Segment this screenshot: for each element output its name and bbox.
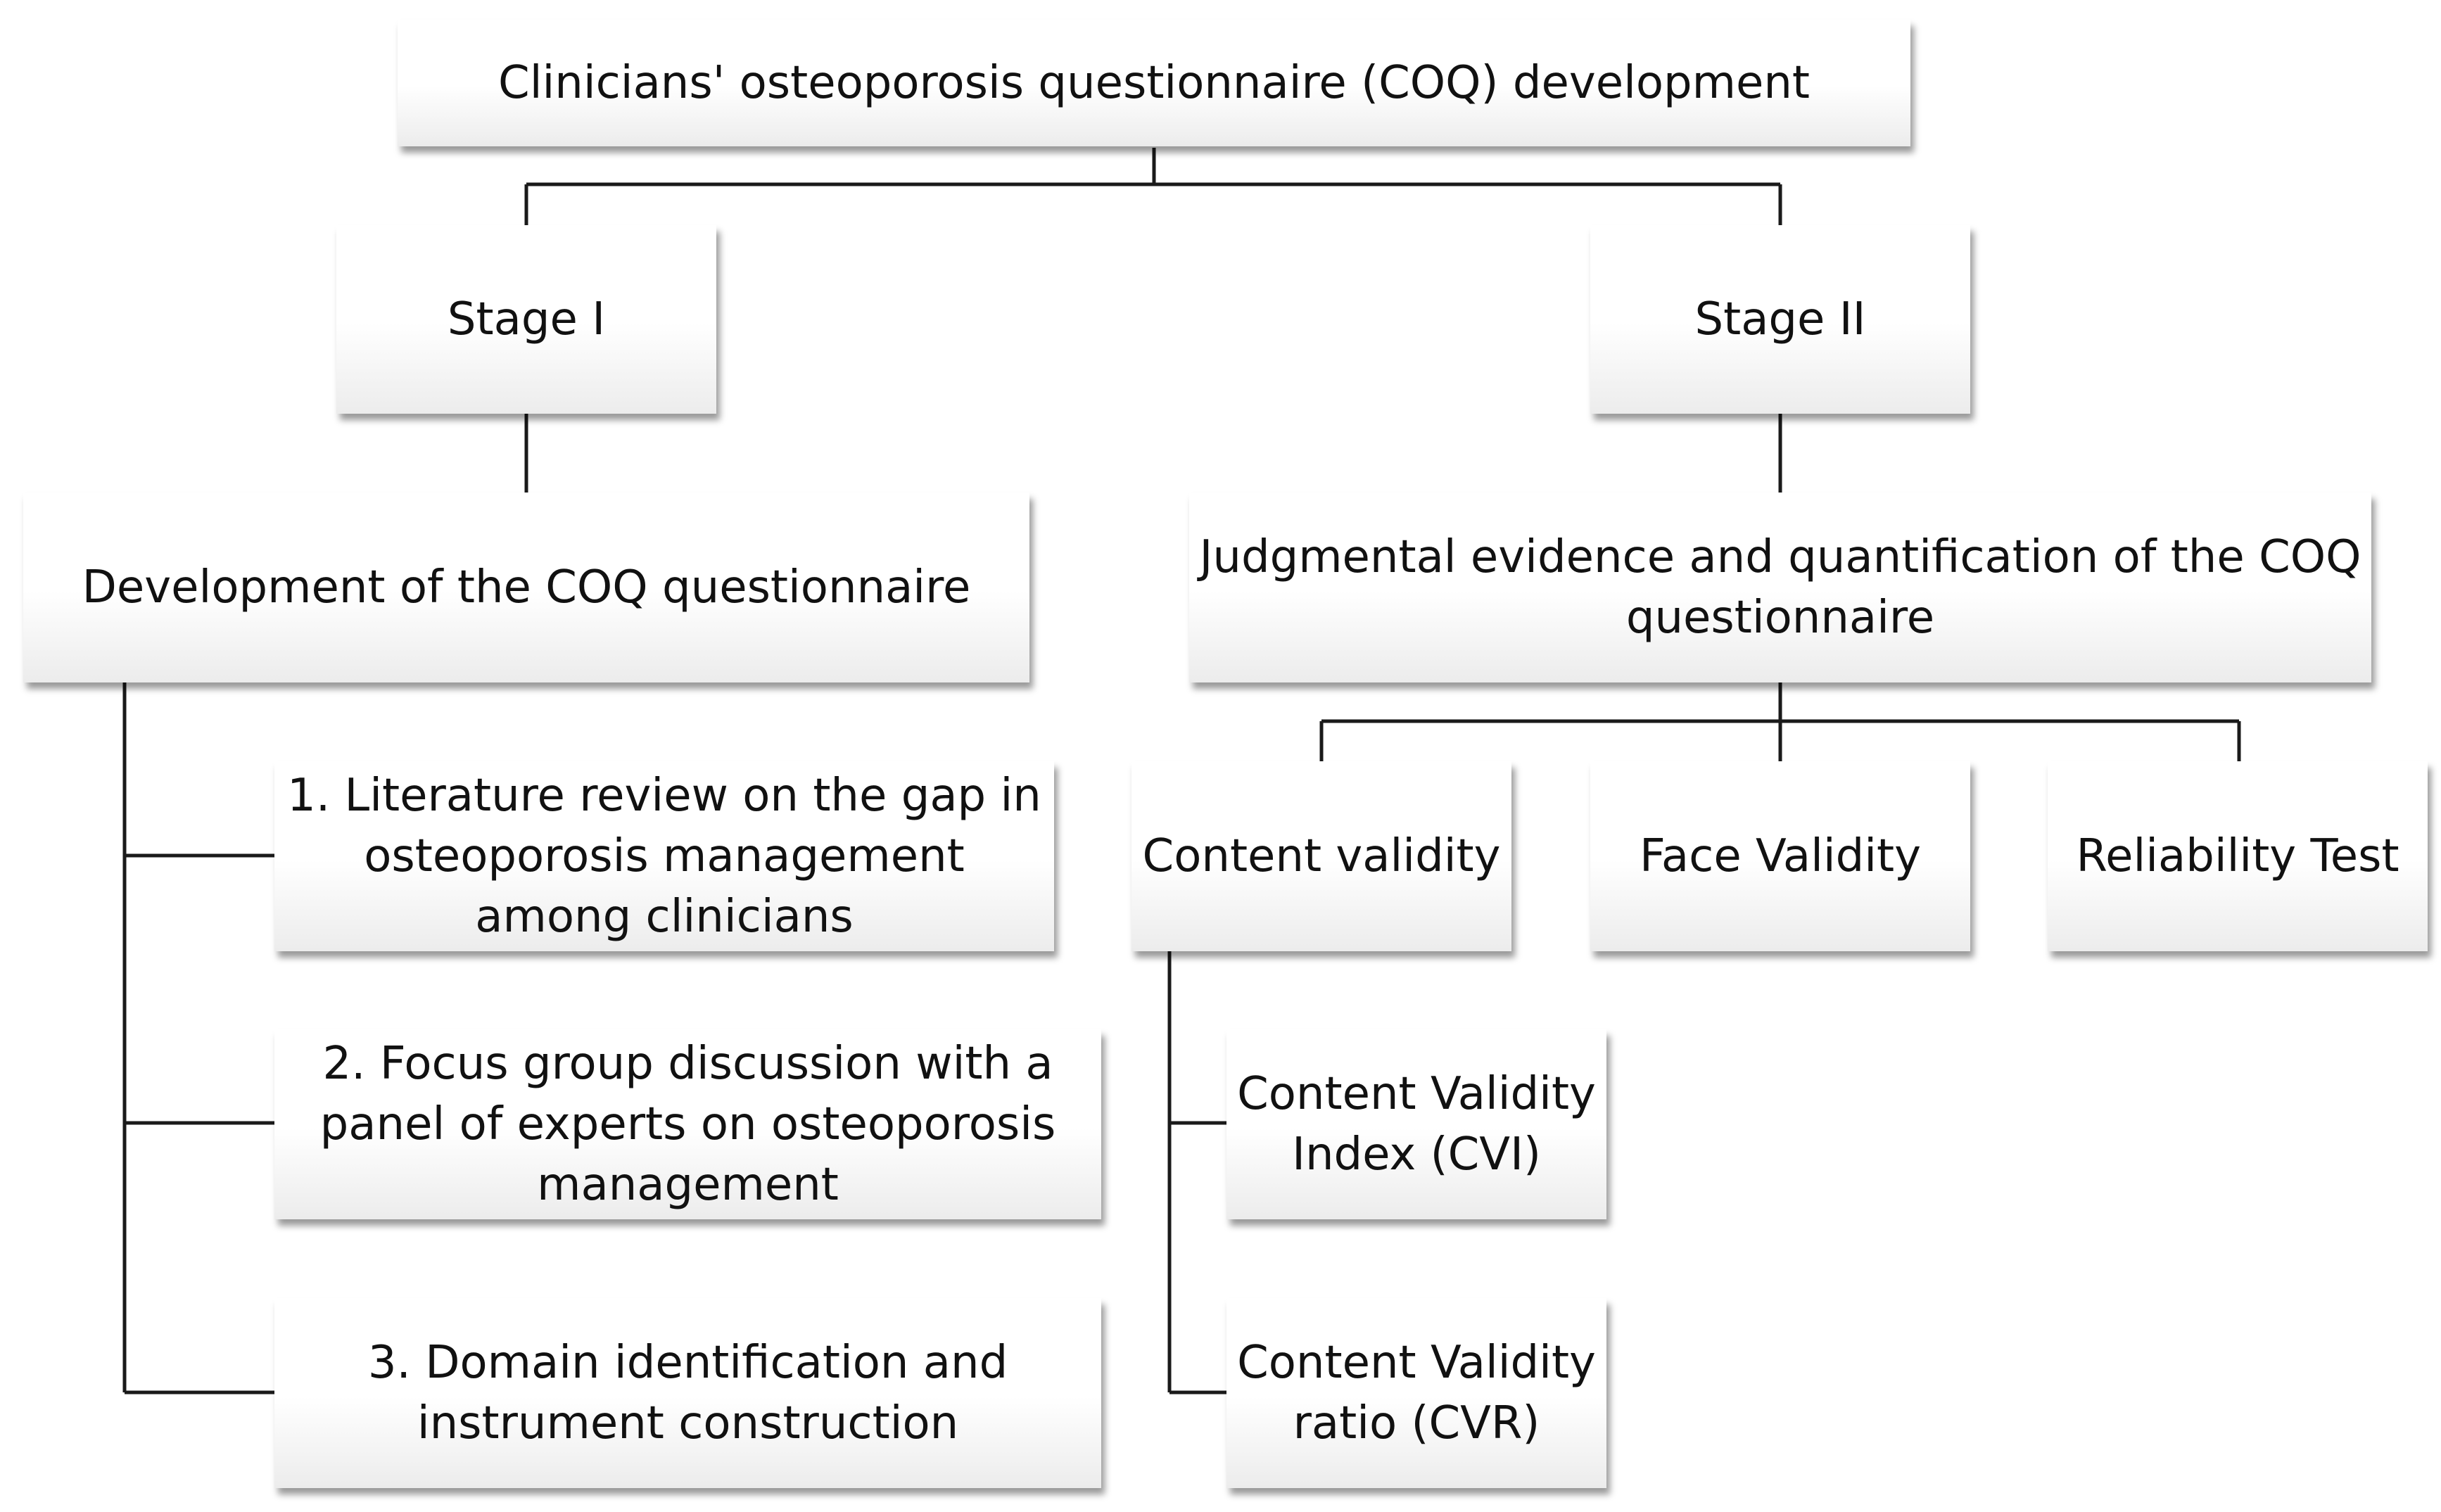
step-3-text: 3. Domain identification and instrument …	[367, 1337, 1008, 1449]
title-box: Clinicians' osteoporosis questionnaire (…	[398, 20, 1910, 146]
stage-1-main-box: Development of the COQ questionnaire	[23, 493, 1029, 682]
stage-2-main-box: Judgmental evidence and quantification o…	[1189, 493, 2371, 682]
step-1-text: 1. Literature review on the gap in osteo…	[287, 770, 1041, 943]
stage-1-label: Stage I	[447, 293, 606, 345]
step-3-box: 3. Domain identification and instrument …	[274, 1298, 1101, 1488]
face-validity-text: Face Validity	[1639, 830, 1922, 882]
cvr-text: Content Validity ratio (CVR)	[1237, 1337, 1596, 1449]
stage-2-box: Stage II	[1590, 225, 1970, 414]
title-text: Clinicians' osteoporosis questionnaire (…	[498, 57, 1810, 109]
stage-2-label: Stage II	[1694, 293, 1866, 345]
content-validity-box: Content validity	[1131, 761, 1511, 951]
step-1-box: 1. Literature review on the gap in osteo…	[274, 761, 1054, 951]
cvr-box: Content Validity ratio (CVR)	[1226, 1298, 1606, 1488]
cvi-text: Content Validity Index (CVI)	[1237, 1068, 1596, 1181]
cvi-box: Content Validity Index (CVI)	[1226, 1029, 1606, 1219]
stage-2-main-text: Judgmental evidence and quantification o…	[1199, 531, 2361, 644]
step-2-box: 2. Focus group discussion with a panel o…	[274, 1029, 1101, 1219]
reliability-test-box: Reliability Test	[2048, 761, 2428, 951]
step-2-text: 2. Focus group discussion with a panel o…	[319, 1038, 1056, 1211]
face-validity-box: Face Validity	[1590, 761, 1970, 951]
content-validity-text: Content validity	[1142, 830, 1501, 882]
stage-1-main-text: Development of the COQ questionnaire	[82, 561, 971, 614]
stage-1-box: Stage I	[336, 225, 716, 414]
reliability-test-text: Reliability Test	[2076, 830, 2399, 882]
